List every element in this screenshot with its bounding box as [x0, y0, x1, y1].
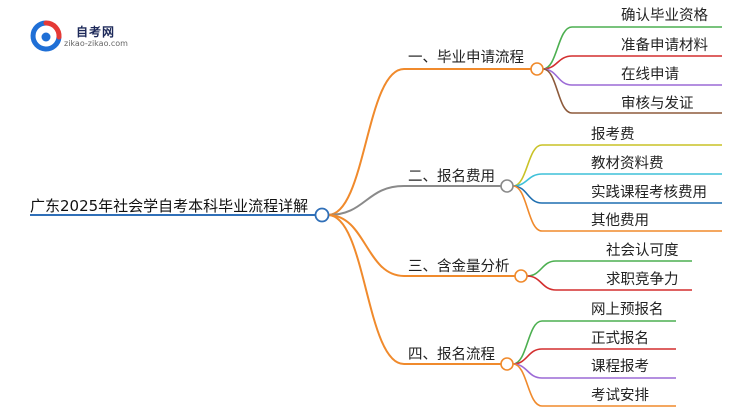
- branch-4-connector: [327, 214, 405, 365]
- branch-2-label: 二、报名费用: [408, 169, 495, 185]
- leaf-1-1-connector: [542, 26, 573, 70]
- branch-2-connector: [327, 185, 405, 216]
- leaf-1-4-connector: [542, 68, 573, 114]
- leaf-4-2-label: 正式报名: [591, 331, 649, 347]
- site-logo[interactable]: 自考网 zikao-zikao.com: [28, 20, 138, 52]
- leaf-4-4-connector: [512, 363, 543, 407]
- branch-1-label: 一、毕业申请流程: [408, 50, 524, 66]
- leaf-3-2-label: 求职竞争力: [606, 272, 679, 288]
- leaf-4-4-label: 考试安排: [591, 388, 649, 404]
- leaf-1-1-label: 确认毕业资格: [621, 8, 708, 24]
- leaf-4-1-label: 网上预报名: [591, 302, 664, 318]
- leaf-1-3-label: 在线申请: [621, 67, 679, 83]
- leaf-2-1-connector: [512, 144, 543, 187]
- leaf-2-4-label: 其他费用: [591, 213, 649, 229]
- leaf-1-2-label: 准备申请材料: [621, 38, 708, 54]
- branch-4-label: 四、报名流程: [408, 347, 495, 363]
- leaf-1-4-label: 审核与发证: [621, 96, 694, 112]
- leaf-3-2-connector: [526, 275, 557, 291]
- leaf-2-2-label: 教材资料费: [591, 156, 664, 172]
- logo-subtitle: zikao-zikao.com: [64, 39, 128, 48]
- root-node: [314, 207, 330, 223]
- leaf-2-3-label: 实践课程考核费用: [591, 185, 707, 201]
- branch-3-connector: [327, 214, 405, 277]
- branch-1-node: [530, 62, 544, 76]
- leaf-3-1-connector: [526, 260, 557, 277]
- branch-4-node: [500, 357, 514, 371]
- zikao-logo-icon: [30, 20, 62, 52]
- leaf-2-4-connector: [512, 185, 543, 232]
- branch-3-label: 三、含金量分析: [408, 259, 510, 275]
- branch-1-connector: [327, 68, 405, 216]
- leaf-4-1-connector: [512, 320, 543, 365]
- leaf-4-3-label: 课程报考: [591, 359, 649, 375]
- leaf-2-1-label: 报考费: [591, 127, 635, 143]
- branch-2-node: [500, 179, 514, 193]
- branch-3-node: [514, 269, 528, 283]
- root-node-label: 广东2025年社会学自考本科毕业流程详解: [30, 197, 309, 215]
- logo-title: 自考网: [76, 25, 116, 39]
- leaf-3-1-label: 社会认可度: [606, 243, 679, 259]
